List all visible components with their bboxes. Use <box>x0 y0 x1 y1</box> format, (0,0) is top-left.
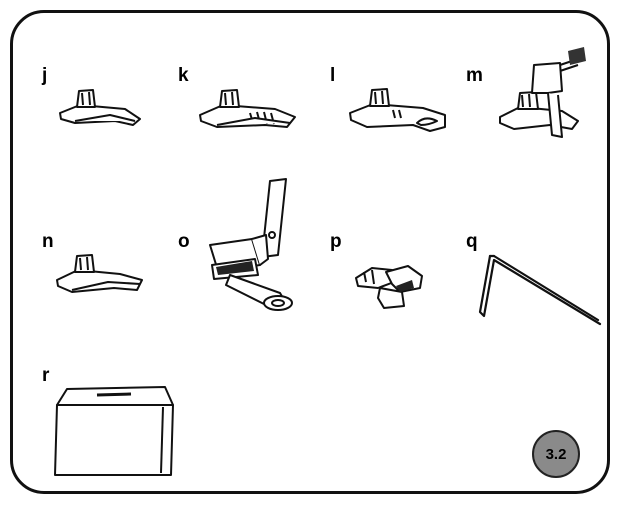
label-o: o <box>178 231 190 252</box>
presser-foot-m-icon <box>499 47 586 138</box>
presser-foot-j-icon <box>59 89 141 126</box>
presser-foot-n-icon <box>56 254 143 293</box>
label-l: l <box>330 65 336 86</box>
label-r: r <box>42 365 50 386</box>
label-j: j <box>42 65 48 86</box>
figure-number-badge: 3.2 <box>532 430 580 478</box>
presser-foot-k-icon <box>199 89 296 128</box>
cover-r-icon <box>54 386 174 476</box>
presser-foot-l-icon <box>349 88 446 132</box>
label-m: m <box>466 65 483 86</box>
label-q: q <box>466 231 478 252</box>
presser-foot-p-icon <box>355 265 423 309</box>
label-n: n <box>42 231 54 252</box>
wire-guide-q-icon <box>478 254 602 326</box>
label-k: k <box>178 65 189 86</box>
label-p: p <box>330 231 342 252</box>
presser-foot-o-icon <box>209 178 293 311</box>
